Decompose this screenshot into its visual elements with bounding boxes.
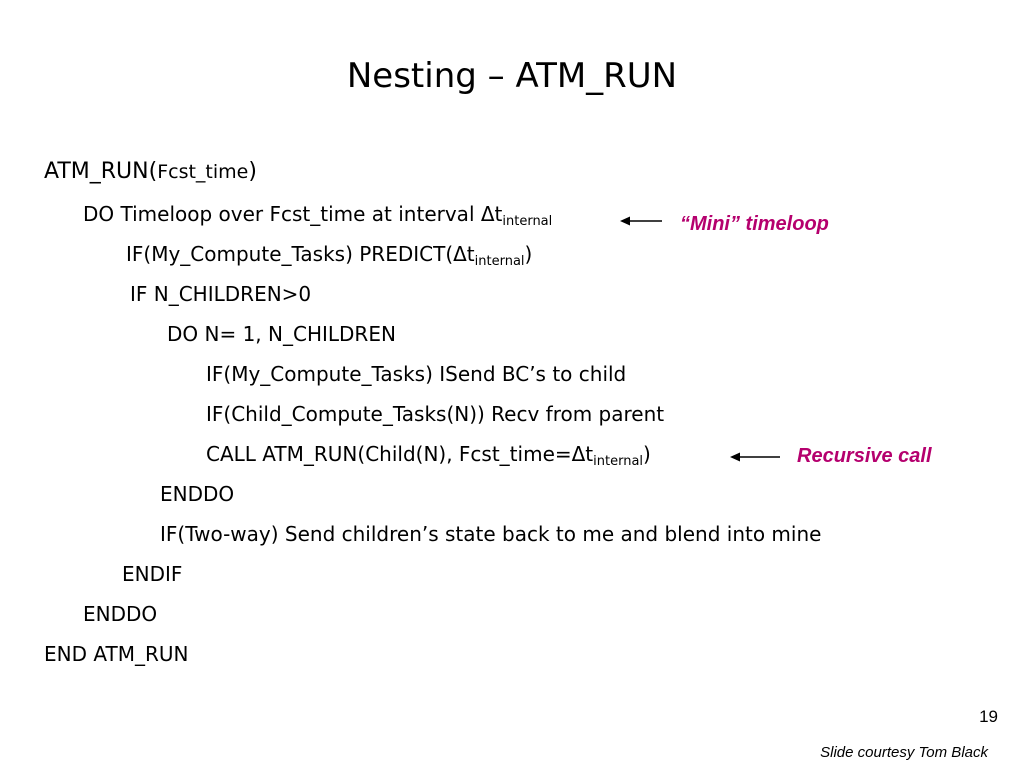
code-line-3-tail: ): [524, 242, 533, 266]
code-line-8-tail: ): [643, 442, 651, 466]
code-line-7: IF(Child_Compute_Tasks(N)) Recv from par…: [206, 402, 665, 426]
code-line-3: IF(My_Compute_Tasks) PREDICT(Δtinternal): [126, 240, 532, 268]
code-line-10: IF(Two-way) Send children’s state back t…: [160, 522, 822, 546]
arrow-left-icon: [620, 216, 662, 226]
code-line-3-subscript: internal: [474, 254, 525, 269]
code-line-1-tail: ): [248, 159, 257, 184]
code-line-6: IF(My_Compute_Tasks) ISend BC’s to child: [206, 362, 627, 386]
code-line-1-arg: Fcst_time: [157, 161, 249, 183]
annotation-recursive-call: Recursive call: [797, 445, 932, 467]
code-line-8-subscript: internal: [593, 454, 644, 469]
code-line-2-subscript: internal: [502, 214, 553, 229]
code-line-3-text: IF(My_Compute_Tasks) PREDICT(Δt: [126, 242, 475, 266]
code-line-2: DO Timeloop over Fcst_time at interval Δ…: [83, 200, 552, 228]
code-line-1: ATM_RUN(Fcst_time): [44, 158, 257, 186]
code-line-4: IF N_CHILDREN>0: [130, 282, 312, 306]
arrow-left-icon: [730, 452, 780, 462]
code-line-12: ENDDO: [83, 602, 158, 626]
code-line-8-text: CALL ATM_RUN(Child(N), Fcst_time=Δt: [206, 442, 594, 466]
code-line-1-text: ATM_RUN(: [44, 159, 158, 184]
code-line-9: ENDDO: [160, 482, 235, 506]
code-line-8: CALL ATM_RUN(Child(N), Fcst_time=Δtinter…: [206, 440, 651, 468]
code-line-2-text: DO Timeloop over Fcst_time at interval Δ…: [83, 202, 503, 226]
code-line-11: ENDIF: [122, 562, 183, 586]
slide-number: 19: [979, 707, 998, 726]
slide-title: Nesting – ATM_RUN: [346, 56, 678, 96]
annotation-mini-timeloop: “Mini” timeloop: [680, 213, 829, 235]
code-line-5: DO N= 1, N_CHILDREN: [167, 322, 396, 346]
code-line-13: END ATM_RUN: [44, 642, 189, 666]
slide-courtesy: Slide courtesy Tom Black: [820, 744, 988, 761]
